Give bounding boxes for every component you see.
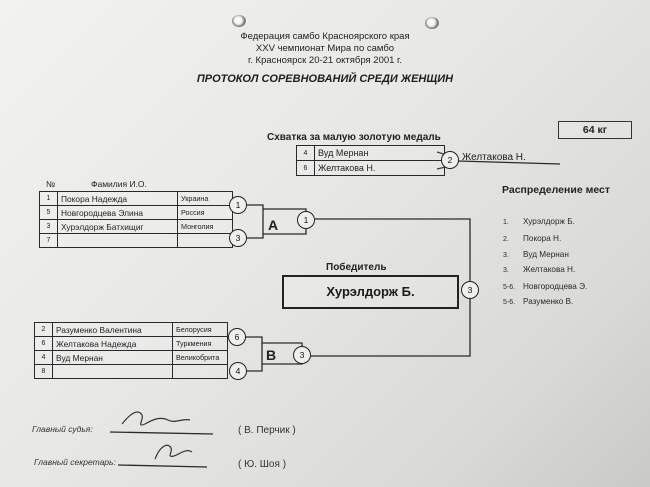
bronze-match-title: Схватка за малую золотую медаль — [267, 132, 441, 143]
place-number: 1. — [503, 219, 509, 226]
athlete-name: Хурэлдорж Батхищиг — [57, 219, 178, 234]
athlete-name: Желтакова Н. — [314, 160, 445, 176]
pool-b-circle: 6 — [228, 328, 246, 346]
places-title: Распределение мест — [502, 184, 611, 196]
athlete-name — [52, 364, 173, 379]
row-number: 1 — [39, 191, 58, 206]
pool-a-circle: 3 — [229, 229, 247, 247]
athlete-country: Монголия — [177, 219, 233, 234]
row-number: 6 — [296, 160, 315, 176]
bronze-winner: Желтакова Н. — [462, 152, 526, 163]
place-name: Разуменко В. — [523, 297, 574, 306]
athlete-name: Желтакова Надежда — [52, 336, 173, 351]
table-row: 4 Вуд Мернан — [296, 145, 445, 161]
page-title: ПРОТОКОЛ СОРЕВНОВАНИЙ СРЕДИ ЖЕНЩИН — [196, 73, 454, 85]
place-number: 3. — [503, 252, 509, 259]
row-number: 3 — [39, 219, 58, 234]
secretary-name: ( Ю. Шоя ) — [238, 459, 287, 470]
place-item: 2. Покора Н. — [503, 234, 561, 243]
place-name: Вуд Мернан — [523, 250, 569, 259]
row-number: 7 — [39, 233, 58, 248]
pool-b-letter: В — [266, 347, 277, 363]
place-item: 3. Желтакова Н. — [503, 265, 575, 274]
header-federation: Федерация самбо Красноярского края — [240, 31, 410, 42]
athlete-country: Белорусия — [172, 322, 228, 337]
header-championship: XXV чемпионат Мира по самбо — [255, 43, 395, 54]
pool-a-table: 1 Покора Надежда Украина 5 Новгородцева … — [39, 191, 233, 248]
bronze-match-table: 4 Вуд Мернан 6 Желтакова Н. — [296, 145, 445, 176]
table-row: 6 Желтакова Надежда Туркмения — [34, 336, 228, 351]
place-item: 5-6. Новгородцева Э. — [503, 282, 587, 291]
col-name-header: Фамилия И.О. — [91, 179, 147, 189]
winner-name: Хурэлдорж Б. — [282, 275, 459, 309]
athlete-name: Покора Надежда — [57, 191, 178, 206]
row-number: 6 — [34, 336, 53, 351]
judge-name: ( В. Перчик ) — [238, 425, 296, 436]
place-name: Хурэлдорж Б. — [523, 217, 575, 226]
table-row: 1 Покора Надежда Украина — [39, 191, 233, 206]
pool-b-final-circle: 3 — [293, 346, 311, 364]
athlete-name: Вуд Мернан — [52, 350, 173, 365]
table-row: 3 Хурэлдорж Батхищиг Монголия — [39, 219, 233, 234]
table-row: 8 — [34, 364, 228, 379]
table-row: 2 Разуменко Валентина Белорусия — [34, 322, 228, 337]
pool-b-circle: 4 — [229, 362, 247, 380]
place-number: 5-6. — [503, 284, 516, 291]
punch-hole — [425, 17, 439, 29]
place-number: 3. — [503, 267, 509, 274]
table-row: 7 — [39, 233, 233, 248]
header-place-date: г. Красноярск 20-21 октября 2001 г. — [247, 55, 403, 66]
place-number: 5-6. — [503, 299, 516, 306]
athlete-country: Украина — [177, 191, 233, 206]
table-row: 4 Вуд Мернан Великобрита — [34, 350, 228, 365]
row-number: 5 — [39, 205, 58, 220]
secretary-signature — [154, 444, 193, 460]
judge-label: Главный судья: — [32, 424, 93, 434]
pool-a-letter: А — [268, 217, 279, 233]
row-number: 4 — [34, 350, 53, 365]
row-number: 2 — [34, 322, 53, 337]
athlete-name: Вуд Мернан — [314, 145, 445, 161]
judge-signature — [121, 411, 191, 426]
weight-category: 64 кг — [558, 121, 632, 139]
place-name: Покора Н. — [523, 234, 562, 243]
bronze-circle: 2 — [441, 151, 459, 169]
place-item: 5-6. Разуменко В. — [503, 297, 573, 306]
place-number: 2. — [503, 236, 509, 243]
table-row: 6 Желтакова Н. — [296, 160, 445, 176]
athlete-name: Разуменко Валентина — [52, 322, 173, 337]
pool-a-circle: 1 — [229, 196, 247, 214]
athlete-name: Новгородцева Элина — [57, 205, 178, 220]
pool-b-table: 2 Разуменко Валентина Белорусия 6 Желтак… — [34, 322, 228, 379]
pool-a-final-circle: 1 — [297, 211, 315, 229]
athlete-country: Великобрита — [172, 350, 228, 365]
row-number: 8 — [34, 364, 53, 379]
row-number: 4 — [296, 145, 315, 161]
athlete-country — [172, 364, 228, 379]
table-row: 5 Новгородцева Элина Россия — [39, 205, 233, 220]
winner-label: Победитель — [326, 262, 387, 273]
athlete-country — [177, 233, 233, 248]
winner-circle: 3 — [461, 281, 479, 299]
secretary-label: Главный секретарь: — [34, 457, 116, 467]
place-item: 1. Хурэлдорж Б. — [503, 217, 575, 226]
place-name: Желтакова Н. — [523, 265, 576, 274]
place-name: Новгородцева Э. — [523, 282, 588, 291]
col-num-header: № — [46, 179, 56, 189]
punch-hole — [232, 15, 246, 27]
athlete-country: Туркмения — [172, 336, 228, 351]
place-item: 3. Вуд Мернан — [503, 250, 569, 259]
athlete-country: Россия — [177, 205, 233, 220]
athlete-name — [57, 233, 178, 248]
